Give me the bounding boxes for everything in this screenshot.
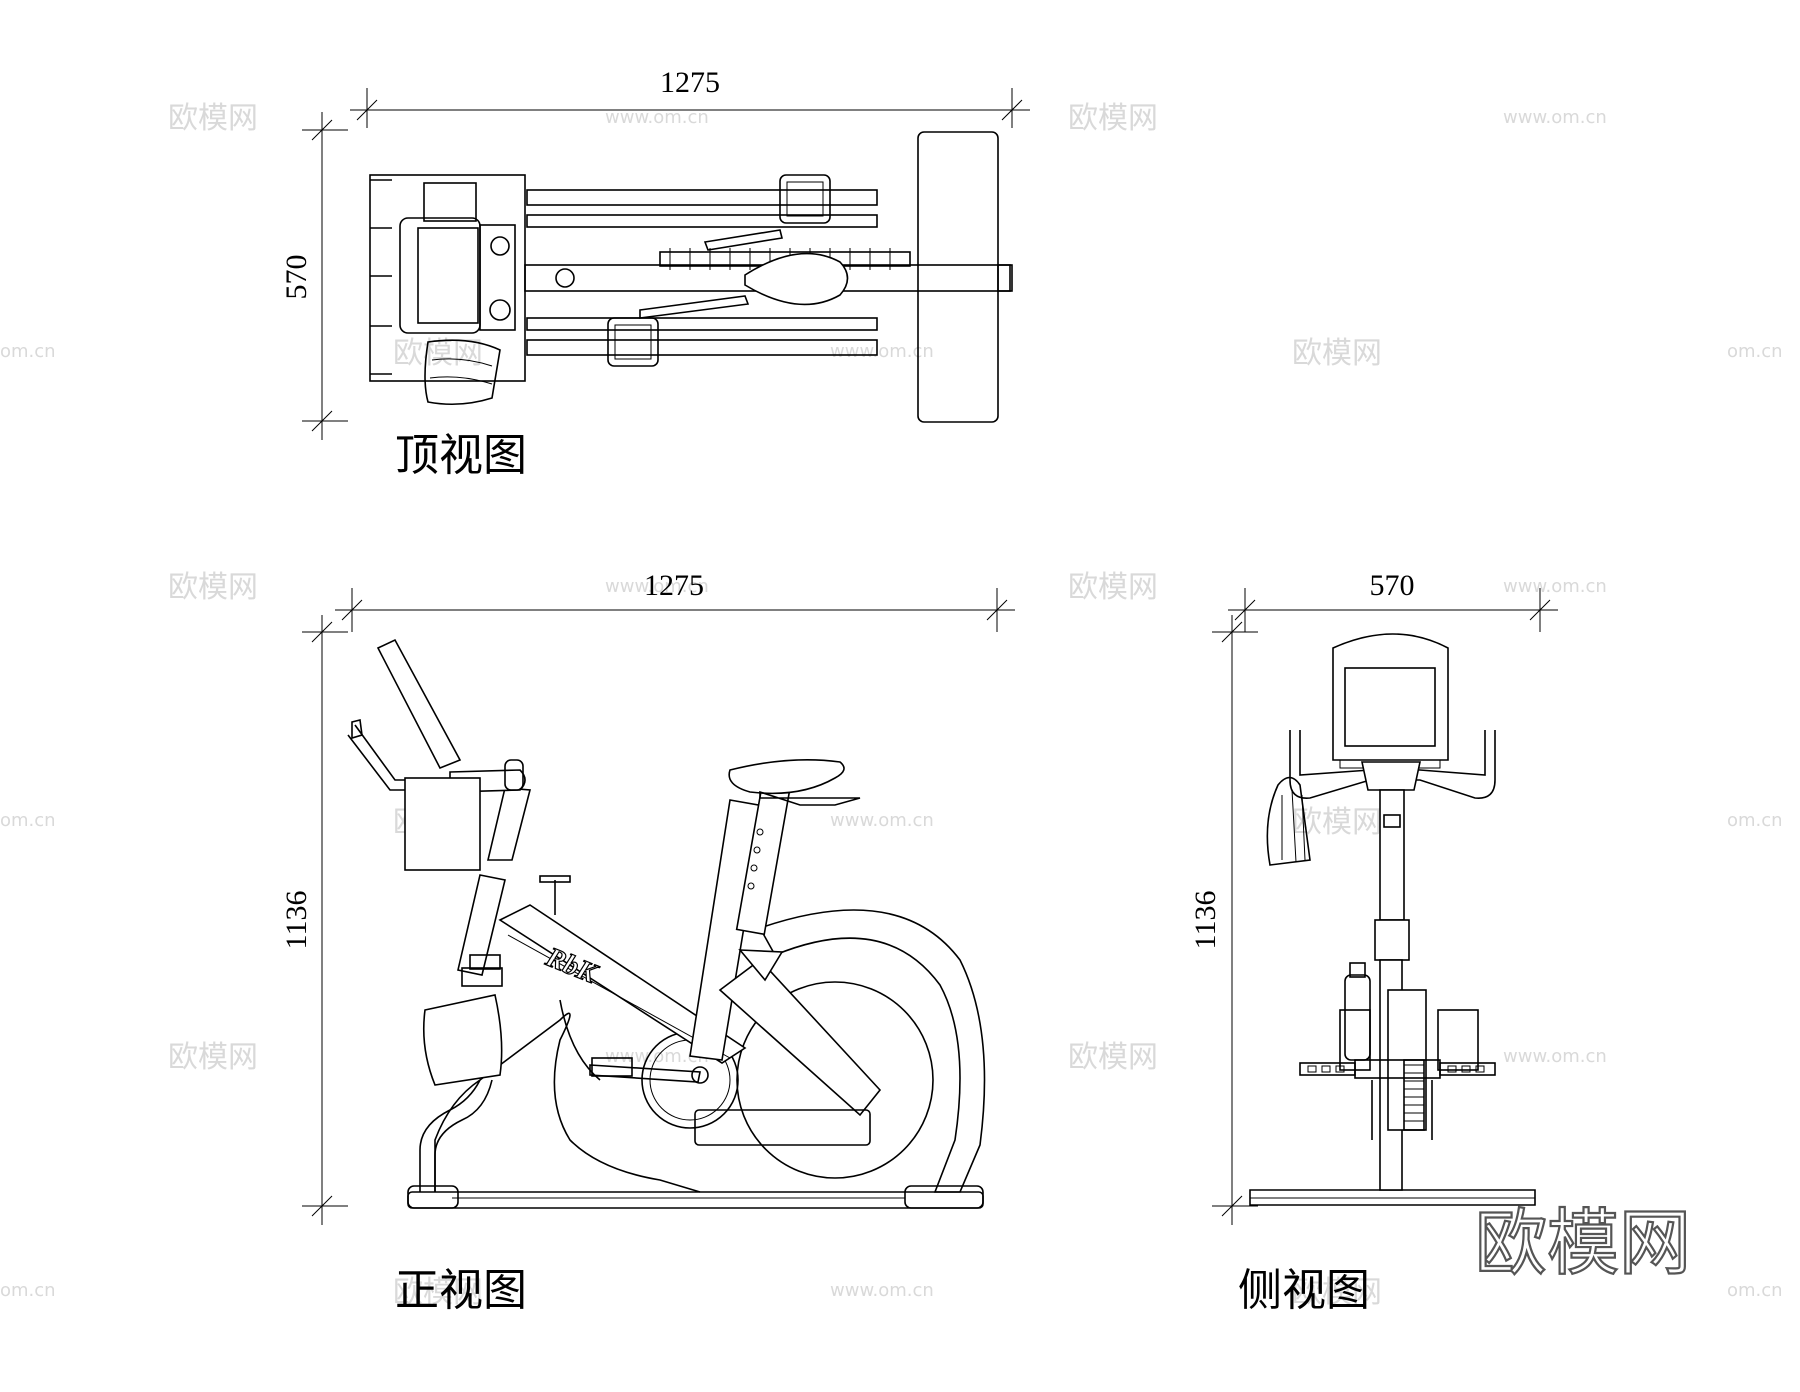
watermark-brand: 欧模网 bbox=[1068, 1040, 1158, 1075]
top-view: 1275 570 bbox=[280, 66, 1030, 481]
watermark-brand: 欧模网 bbox=[1068, 101, 1158, 136]
watermark-url: www.om.cn bbox=[830, 1280, 934, 1301]
front-view-width-dimension: 1275 bbox=[335, 569, 1015, 632]
side-view-height-dimension: 1136 bbox=[1189, 615, 1258, 1225]
watermark-brand: 欧模网 bbox=[168, 570, 258, 605]
side-view-width-label: 570 bbox=[1370, 569, 1415, 602]
side-view-bike bbox=[1249, 633, 1536, 1206]
side-view-width-dimension: 570 bbox=[1228, 569, 1558, 632]
top-view-bike bbox=[369, 131, 1013, 423]
watermark-url: www.om.cn bbox=[1503, 1046, 1607, 1067]
watermark-url: om.cn bbox=[1727, 341, 1783, 362]
side-view: 570 1136 bbox=[1189, 569, 1558, 1316]
watermark-brand: 欧模网 bbox=[1292, 1275, 1382, 1310]
front-view: 1275 1136 bbox=[280, 569, 1015, 1316]
watermark-url: om.cn bbox=[1727, 1280, 1783, 1301]
watermark-url: www.om.cn bbox=[1503, 576, 1607, 597]
watermark-url: om.cn bbox=[0, 341, 56, 362]
watermark-url: www.om.cn bbox=[605, 1046, 709, 1067]
watermark-url: om.cn bbox=[0, 810, 56, 831]
watermark-brand: 欧模网 bbox=[168, 101, 258, 136]
watermark-brand: 欧模网 bbox=[168, 1040, 258, 1075]
front-view-height-label: 1136 bbox=[280, 891, 313, 950]
front-view-caption: 正视图 bbox=[395, 1265, 527, 1316]
watermark-layer: 欧模网 www.om.cn 欧模网 www.om.cn om.cn 欧模网 ww… bbox=[0, 101, 1783, 1310]
watermark-url: www.om.cn bbox=[1503, 107, 1607, 128]
watermark-url: www.om.cn bbox=[605, 576, 709, 597]
front-view-height-dimension: 1136 bbox=[280, 615, 348, 1225]
side-view-height-label: 1136 bbox=[1189, 891, 1222, 950]
watermark-brand: 欧模网 bbox=[1292, 336, 1382, 371]
top-view-depth-dimension: 570 bbox=[280, 112, 348, 440]
front-view-width-label: 1275 bbox=[644, 569, 704, 602]
watermark-url: www.om.cn bbox=[605, 107, 709, 128]
top-view-width-label: 1275 bbox=[660, 66, 720, 99]
watermark-brand: 欧模网 bbox=[1068, 570, 1158, 605]
front-view-bike: RbK bbox=[347, 638, 986, 1209]
watermark-brand: 欧模网 bbox=[393, 1275, 483, 1310]
watermark-url: om.cn bbox=[0, 1280, 56, 1301]
watermark-url: www.om.cn bbox=[830, 341, 934, 362]
top-view-width-dimension: 1275 bbox=[350, 66, 1030, 128]
top-view-caption: 顶视图 bbox=[395, 430, 527, 481]
watermark-url: om.cn bbox=[1727, 810, 1783, 831]
watermark-url: www.om.cn bbox=[830, 810, 934, 831]
top-view-depth-label: 570 bbox=[280, 255, 313, 300]
side-view-caption: 侧视图 bbox=[1238, 1265, 1370, 1316]
brand-logo: 欧模网 bbox=[1475, 1201, 1691, 1285]
